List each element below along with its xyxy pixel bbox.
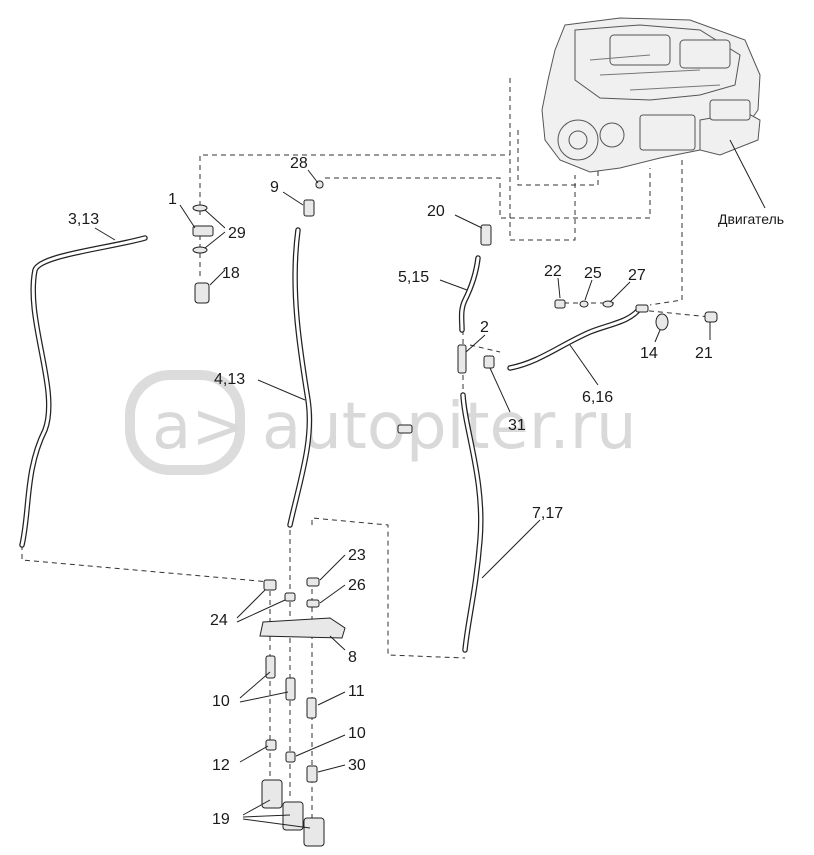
callout-2: 2 — [480, 319, 489, 336]
watermark-logo-glyph: a> — [152, 390, 245, 464]
watermark-logo-icon — [125, 370, 245, 475]
callout-8: 8 — [348, 649, 357, 666]
engine-illustration — [541, 17, 761, 173]
callout-5-15: 5,15 — [398, 269, 429, 286]
hose-3-13 — [19, 235, 148, 548]
callout-31: 31 — [508, 417, 526, 434]
hose-4-13 — [287, 227, 313, 528]
callout-10-a: 10 — [212, 693, 230, 710]
watermark: a> autopiter.ru — [125, 370, 637, 475]
callout-26: 26 — [348, 577, 366, 594]
callout-22: 22 — [544, 263, 562, 280]
hose-7-17 — [460, 392, 484, 653]
engine-label: Двигатель — [718, 211, 784, 227]
callout-28: 28 — [290, 155, 308, 172]
callout-9: 9 — [270, 179, 279, 196]
tube-6-16 — [507, 305, 643, 371]
callout-18: 18 — [222, 265, 240, 282]
callout-30: 30 — [348, 757, 366, 774]
callout-7-17: 7,17 — [532, 505, 563, 522]
callout-29: 29 — [228, 225, 246, 242]
callout-10-b: 10 — [348, 725, 366, 742]
fittings — [192, 180, 718, 847]
callout-19: 19 — [212, 811, 230, 828]
callout-27: 27 — [628, 267, 646, 284]
callout-3-13: 3,13 — [68, 211, 99, 228]
callout-23: 23 — [348, 547, 366, 564]
callout-11: 11 — [348, 683, 365, 700]
callout-24: 24 — [210, 612, 228, 629]
leader-lines — [94, 169, 711, 829]
engine-leader-line — [729, 139, 766, 209]
hose-5-15 — [458, 255, 481, 333]
callout-6-16: 6,16 — [582, 389, 613, 406]
watermark-text: autopiter.ru — [262, 390, 637, 464]
callout-1: 1 — [168, 191, 177, 208]
callout-21: 21 — [695, 345, 713, 362]
callout-14: 14 — [640, 345, 658, 362]
callout-25: 25 — [584, 265, 602, 282]
callout-20: 20 — [427, 203, 445, 220]
callout-4-13: 4,13 — [214, 371, 245, 388]
callout-labels: 3,13 1 29 18 28 9 4,13 20 5,15 22 25 27 … — [68, 155, 713, 828]
callout-12: 12 — [212, 757, 230, 774]
